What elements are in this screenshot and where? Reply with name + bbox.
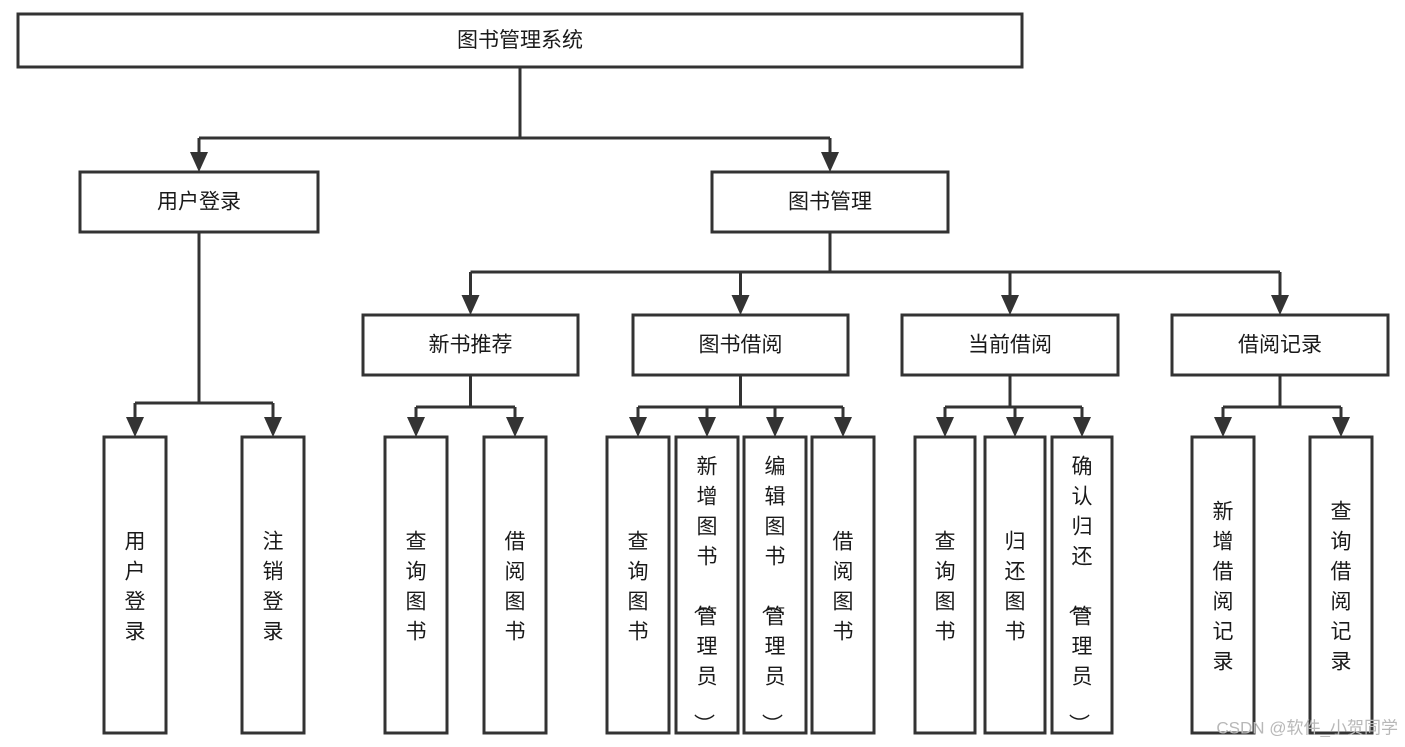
node-leaf-confirm-return[interactable]: 确认归还（管理员） <box>1050 435 1114 735</box>
node-box <box>605 435 671 735</box>
node-leaf-query-book-3[interactable]: 查询图书 <box>913 435 977 735</box>
node-label: 借阅图书 <box>833 530 854 643</box>
node-n-new-book-rec[interactable]: 新书推荐 <box>361 313 580 377</box>
node-n-book-manage[interactable]: 图书管理 <box>710 170 950 234</box>
node-box <box>78 170 320 234</box>
node-box <box>383 435 449 735</box>
node-box <box>240 435 306 735</box>
arrow-head-icon <box>190 152 208 172</box>
node-box <box>102 435 168 735</box>
node-label: 查询图书 <box>406 530 427 643</box>
node-box <box>361 313 580 377</box>
node-n-user-login[interactable]: 用户登录 <box>78 170 320 234</box>
node-n-book-borrow[interactable]: 图书借阅 <box>631 313 850 377</box>
node-label: 当前借阅 <box>968 334 1052 357</box>
connector-layer <box>126 67 1350 437</box>
node-leaf-add-record[interactable]: 新增借阅记录 <box>1190 435 1256 735</box>
arrow-head-icon <box>1271 295 1289 315</box>
node-box <box>710 170 950 234</box>
arrow-head-icon <box>461 295 480 315</box>
node-label: 查询图书 <box>628 530 649 643</box>
node-box <box>810 435 876 735</box>
node-label: 借阅记录 <box>1238 334 1322 357</box>
arrow-head-icon <box>1073 417 1091 437</box>
node-box <box>1308 435 1374 735</box>
node-label: 新增借阅记录 <box>1213 500 1234 673</box>
node-label: 图书管理系统 <box>457 29 583 52</box>
node-leaf-borrow-book-2[interactable]: 借阅图书 <box>810 435 876 735</box>
arrow-head-icon <box>264 417 282 437</box>
node-n-borrow-record[interactable]: 借阅记录 <box>1170 313 1390 377</box>
node-label: 查询图书 <box>935 530 956 643</box>
node-label: 新增图书（管理员） <box>692 455 718 734</box>
node-box <box>913 435 977 735</box>
node-leaf-logout[interactable]: 注销登录 <box>240 435 306 735</box>
arrow-head-icon <box>1001 295 1019 315</box>
arrow-head-icon <box>936 417 954 437</box>
node-leaf-edit-book[interactable]: 编辑图书（管理员） <box>742 435 808 735</box>
arrow-head-icon <box>1214 417 1232 437</box>
node-label: 借阅图书 <box>505 530 526 643</box>
node-layer: 图书管理系统用户登录图书管理新书推荐图书借阅当前借阅借阅记录用户登录注销登录查询… <box>16 12 1390 735</box>
node-box <box>1190 435 1256 735</box>
node-leaf-query-book-1[interactable]: 查询图书 <box>383 435 449 735</box>
node-box <box>983 435 1047 735</box>
arrow-head-icon <box>834 417 852 437</box>
node-n-current-borrow[interactable]: 当前借阅 <box>900 313 1120 377</box>
node-box <box>631 313 850 377</box>
node-label: 用户登录 <box>157 191 241 214</box>
node-label: 新书推荐 <box>429 334 513 357</box>
arrow-head-icon <box>629 417 647 437</box>
arrow-head-icon <box>731 295 750 315</box>
node-label: 图书管理 <box>788 191 872 214</box>
node-label: 归还图书 <box>1005 530 1026 643</box>
arrow-head-icon <box>821 152 839 172</box>
node-leaf-borrow-book-1[interactable]: 借阅图书 <box>482 435 548 735</box>
node-box <box>1170 313 1390 377</box>
arrow-head-icon <box>407 417 425 437</box>
node-box <box>742 435 808 735</box>
node-label: 确认归还（管理员） <box>1067 455 1093 734</box>
arrow-head-icon <box>766 417 784 437</box>
node-label: 编辑图书（管理员） <box>760 455 786 734</box>
node-leaf-return-book[interactable]: 归还图书 <box>983 435 1047 735</box>
node-label: 注销登录 <box>263 530 284 643</box>
node-box <box>482 435 548 735</box>
node-label: 用户登录 <box>125 530 146 643</box>
node-box <box>16 12 1024 69</box>
arrow-head-icon <box>1332 417 1350 437</box>
arrow-head-icon <box>506 417 524 437</box>
node-box <box>674 435 740 735</box>
arrow-head-icon <box>1006 417 1024 437</box>
arrow-head-icon <box>126 417 144 437</box>
node-box <box>900 313 1120 377</box>
node-leaf-query-record[interactable]: 查询借阅记录 <box>1308 435 1374 735</box>
node-box <box>1050 435 1114 735</box>
node-label: 查询借阅记录 <box>1331 500 1352 673</box>
node-label: 图书借阅 <box>699 334 783 357</box>
arrow-head-icon <box>698 417 716 437</box>
node-leaf-user-login[interactable]: 用户登录 <box>102 435 168 735</box>
node-leaf-add-book[interactable]: 新增图书（管理员） <box>674 435 740 735</box>
node-root[interactable]: 图书管理系统 <box>16 12 1024 69</box>
node-leaf-query-book-2[interactable]: 查询图书 <box>605 435 671 735</box>
csdn-watermark: CSDN @软件_小贺同学 <box>1216 718 1398 737</box>
